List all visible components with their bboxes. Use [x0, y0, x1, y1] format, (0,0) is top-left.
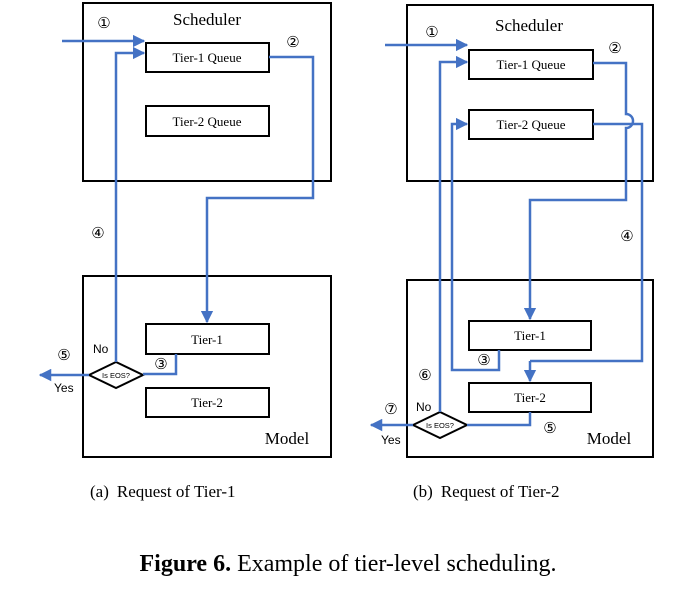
step-marker-b-3: ③ — [477, 353, 490, 369]
svg-text:①: ① — [97, 16, 110, 32]
step-marker-b-1: ① — [425, 25, 438, 41]
diagram-a: Scheduler Tier-1 Queue Tier-2 Queue Mode… — [38, 2, 332, 501]
scheduler-box-a — [82, 2, 332, 182]
step-marker-b-6: ⑥ — [418, 368, 431, 384]
subcaption-a: (a) Request of Tier-1 — [90, 482, 236, 501]
svg-text:⑦: ⑦ — [384, 402, 397, 418]
model-label-a: Model — [265, 429, 310, 448]
step-marker-b-7: ⑦ — [384, 402, 397, 418]
svg-text:(a)Request of Tier-1: (a) Request of Tier-1 — [90, 482, 236, 501]
tier1-queue-box-b — [468, 49, 594, 80]
flow-dispatch-tier2-b — [530, 122, 644, 363]
subcaption-b: (b) Request of Tier-2 — [413, 482, 560, 501]
yes-label-b: Yes — [381, 433, 401, 447]
scheduler-label-a: Scheduler — [173, 10, 241, 29]
scheduler-label-b: Scheduler — [495, 16, 563, 35]
model-label-b: Model — [587, 429, 632, 448]
flow-tier1-to-tier2-queue-b — [450, 117, 501, 372]
svg-text:⑤: ⑤ — [543, 421, 556, 437]
step-marker-a-2: ② — [286, 35, 299, 51]
svg-text:④: ④ — [620, 229, 633, 245]
step-marker-a-1: ① — [97, 16, 110, 32]
svg-text:Figure 6. Example of tier-leve: Figure 6. Example of tier-level scheduli… — [140, 551, 557, 577]
tier1-box-b — [468, 320, 592, 351]
tier1-queue-label-b: Tier-1 Queue — [497, 57, 566, 72]
svg-text:①: ① — [425, 25, 438, 41]
tier1-box-a — [145, 323, 270, 355]
figure-caption: Figure 6. Example of tier-level scheduli… — [140, 551, 557, 577]
svg-text:(b)Request of Tier-2: (b) Request of Tier-2 — [413, 482, 560, 501]
tier2-label-b: Tier-2 — [514, 390, 546, 405]
flow-requeue-a — [114, 46, 146, 362]
step-marker-b-5: ⑤ — [543, 421, 556, 437]
svg-text:⑥: ⑥ — [418, 368, 431, 384]
flow-tier2-output-b — [467, 412, 532, 427]
svg-text:③: ③ — [154, 357, 167, 373]
subcaption-text-b: Request of Tier-2 — [441, 482, 560, 501]
tier1-label-a: Tier-1 — [191, 332, 223, 347]
yes-label-a: Yes — [54, 381, 74, 395]
decision-label-a: Is EOS? — [102, 371, 130, 380]
flow-dispatch-tier1-a — [200, 55, 315, 324]
svg-text:③: ③ — [477, 353, 490, 369]
step-marker-a-3: ③ — [154, 357, 167, 373]
caption-text: Example of tier-level scheduling. — [231, 551, 556, 577]
step-marker-b-2: ② — [608, 41, 621, 57]
tier2-queue-label-b: Tier-2 Queue — [497, 117, 566, 132]
subcaption-tag-a: (a) — [90, 482, 109, 501]
svg-text:②: ② — [286, 35, 299, 51]
tier2-label-a: Tier-2 — [191, 395, 223, 410]
scheduler-box-b — [406, 4, 654, 182]
flow-dispatch-tier1-b — [523, 61, 635, 321]
tier1-queue-label-a: Tier-1 Queue — [173, 50, 242, 65]
tier1-label-b: Tier-1 — [514, 328, 546, 343]
subcaption-text-a: Request of Tier-1 — [117, 482, 236, 501]
subcaption-tag-b: (b) — [413, 482, 433, 501]
svg-text:⑤: ⑤ — [57, 348, 70, 364]
no-label-a: No — [93, 342, 109, 356]
tier2-queue-label-a: Tier-2 Queue — [173, 114, 242, 129]
diagram-b: Scheduler Tier-1 Queue Tier-2 Queue Mode… — [369, 4, 654, 501]
svg-text:④: ④ — [91, 226, 104, 242]
step-marker-a-4: ④ — [91, 226, 104, 242]
caption-label: Figure 6. — [140, 551, 232, 577]
step-marker-a-5: ⑤ — [57, 348, 70, 364]
flow-tier1-output-a — [143, 354, 178, 376]
no-label-b: No — [416, 400, 432, 414]
svg-text:②: ② — [608, 41, 621, 57]
tier2-box-a — [145, 387, 270, 418]
decision-label-b: Is EOS? — [426, 421, 454, 430]
flow-requeue-b — [438, 55, 469, 412]
tier2-queue-box-a — [145, 105, 270, 137]
step-marker-b-4: ④ — [620, 229, 633, 245]
